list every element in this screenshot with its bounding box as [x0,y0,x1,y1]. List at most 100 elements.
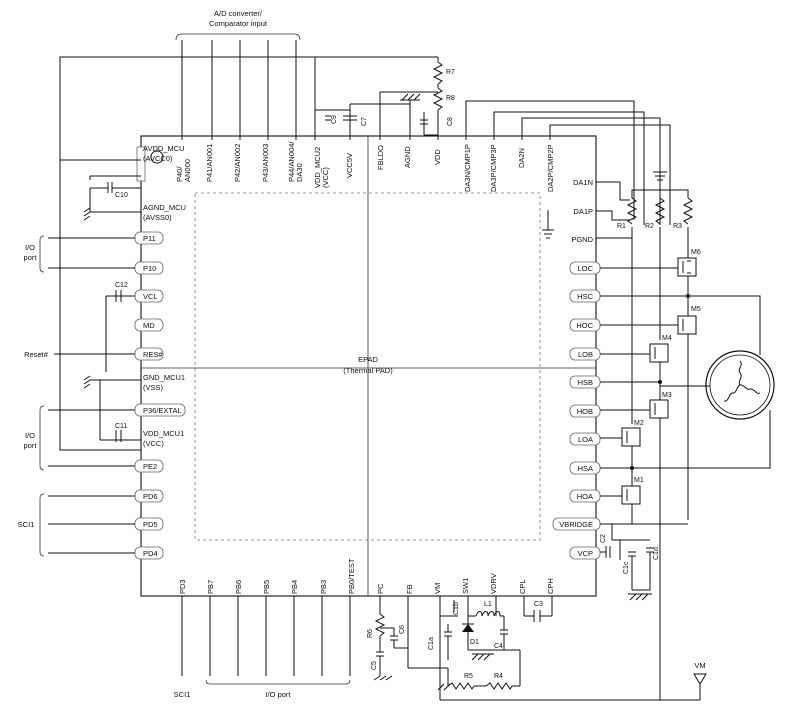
pin-da1n: DA1N [573,178,593,187]
pin-pb4: PB4 [290,580,299,594]
vm-label: VM [694,661,705,670]
bottom-pins: PD3 PB7 PB6 PB5 PB4 PB3 PB0/TEST PC FB V… [178,558,555,594]
c9-label: C9 [331,115,338,124]
m5-label: M5 [691,306,701,313]
pin-p40: P40/ [175,166,184,182]
r7-label: R7 [446,69,455,76]
pin-p11: P11 [143,234,156,243]
pin-p43: P43/AN003 [261,144,270,182]
d1-label: D1 [470,639,479,646]
pin-p42: P42/AN002 [233,144,242,182]
c7-label: C7 [361,117,368,126]
pin-vcp: VCP [578,549,593,558]
c8-label: C8 [447,117,454,126]
mcu-supply-net: C10 [59,56,438,451]
pin-vm: VM [433,583,442,594]
pin-pd3: PD3 [178,579,187,594]
io-port-1: I/O port [24,235,135,273]
pin-agnd-mcu: AGND_MCU [143,203,186,212]
pin-vcc5v: VCC5V [345,153,354,178]
pin-sw1: SW1 [461,578,470,594]
gnd-mcu-net: C11 [83,375,141,442]
pin-p10: P10 [143,264,156,273]
pin-pe2: PE2 [143,462,157,471]
r5-label: R5 [464,673,473,680]
pin-fb: FB [405,584,414,594]
left-pins: AVDD_MCU (AVCC0) AGND_MCU (AVSS0) P11 P1… [134,144,186,560]
epad-label: EPAD [358,355,378,364]
pin-hoa: HOA [577,492,593,501]
pin-da3p: DA3P/CMP3P [489,144,498,192]
pin-loc: LOC [578,264,594,273]
pin-pd6: PD6 [143,492,158,501]
pin-vdd-mcu1-sub: (VCC) [143,439,164,448]
mosfet-m2: M2 [600,420,644,486]
pin-p40-sub: AN000 [183,159,192,182]
r2-label: R2 [645,223,654,230]
pin-md: MD [143,321,155,330]
c10-label: C10 [115,192,128,199]
m4-label: M4 [662,335,672,342]
sci1-left-label: SCI1 [18,520,35,529]
pin-vcl: VCL [143,292,158,301]
pin-pb3: PB3 [319,580,328,594]
r8-label: R8 [446,95,455,102]
ad-label: A/D converter/ [214,9,263,18]
c1b-label: C1b [453,602,460,615]
pin-cpl: CPL [518,579,527,594]
pin-pgnd: PGND [571,235,593,244]
mosfet-m5: M5 [600,294,701,520]
bottom-io-lines: SCI1 I/O port [174,596,351,699]
mosfet-m3: M3 [600,380,672,700]
pin-hsb: HSB [578,378,593,387]
pin-vdrv: VDRV [489,573,498,594]
io-port-1-sublabel: port [24,253,38,262]
pin-gnd-mcu1: GND_MCU1 [143,373,185,382]
ad-sublabel: Comparator input [209,19,268,28]
sci1-bottom-label: SCI1 [174,690,191,699]
pin-p36-extal: P36/EXTAL [143,406,182,415]
pin-hsc: HSC [577,292,593,301]
pin-da2n: DA2N [517,148,526,168]
r1-label: R1 [617,223,626,230]
feedback-divider: R5 R4 [408,649,521,691]
c3-label: C3 [534,601,543,608]
motor-symbol [632,295,775,469]
pin-hsa: HSA [578,464,593,473]
pin-p44: P44/AN004/ [287,141,296,182]
pin-hoc: HOC [576,321,593,330]
vm-source: VM [440,661,707,701]
io-port-1-label: I/O [25,243,35,252]
pin-agnd-mcu-sub: (AVSS0) [143,213,172,222]
pin-da2p: DA2P/CMP2P [546,144,555,192]
top-pins: P40/ AN000 P41/AN001 P42/AN002 P43/AN003… [175,141,555,192]
sci1-left: SCI1 [18,493,135,557]
c1c-label: C1c [623,561,630,574]
pin-cph: CPH [546,578,555,594]
c2-label: C2 [600,534,607,543]
c5-label: C5 [371,661,378,670]
pin-pb5: PB5 [262,580,271,594]
vbridge-net: C2 C1c C1d [600,523,688,601]
r4-label: R4 [494,673,503,680]
current-sense-lines [465,100,671,239]
c6-bottom-label: C6 [399,625,406,634]
mosfet-m6: M6 [600,249,701,316]
ad-converter-group: A/D converter/ Comparator input [175,9,301,140]
pin-gnd-mcu1-sub: (VSS) [143,383,164,392]
vcl-cap-net: C12 [105,282,135,372]
pin-avdd-mcu-sub: (AVCC0) [143,154,173,163]
io-port-2: I/O port [24,405,135,471]
m6-label: M6 [691,249,701,256]
pin-hob: HOB [577,407,593,416]
pin-pb6: PB6 [234,580,243,594]
pin-fbldo: FBLDO [376,145,385,170]
epad-sublabel: (Thermal PAD) [343,366,393,375]
c11-label: C11 [115,423,127,430]
pin1-marker [150,150,164,164]
c1d-label: C1d [653,547,660,560]
mosfet-m4: M4 [600,335,672,400]
r3-label: R3 [673,223,682,230]
pin-pc: PC [376,583,385,594]
